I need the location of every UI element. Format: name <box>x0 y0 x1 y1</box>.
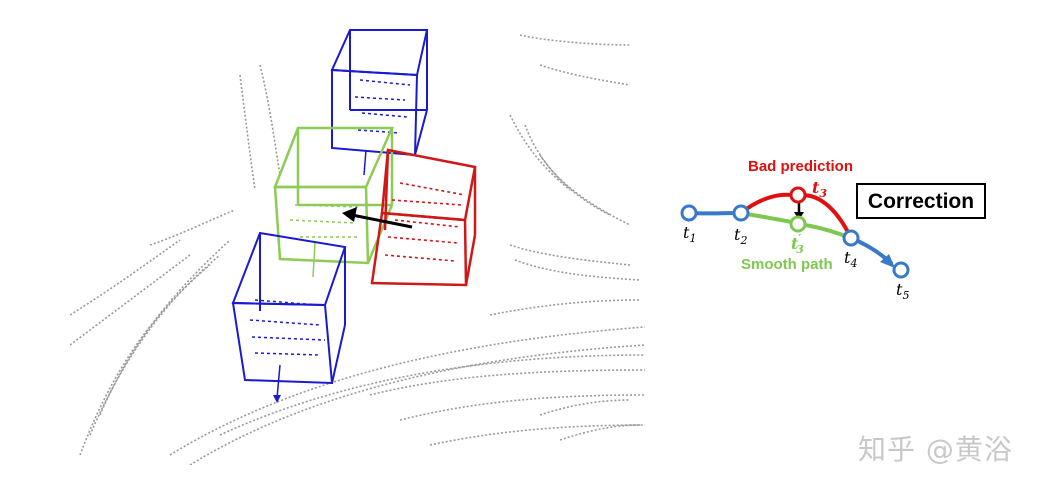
correction-label: Correction <box>868 190 974 213</box>
point-cloud <box>70 34 645 465</box>
watermark: 知乎 @黄浴 <box>858 433 1013 466</box>
label-t3-prime: t′3 <box>791 232 804 256</box>
track-arrowhead <box>880 254 895 268</box>
node-t3 <box>789 186 807 204</box>
label-t5: t5 <box>896 280 909 302</box>
label-t3: t3 <box>812 178 827 200</box>
smooth-path-label: Smooth path <box>741 256 833 273</box>
node-t4 <box>842 229 860 247</box>
node-t2 <box>732 204 750 222</box>
correction-arrow <box>342 207 413 229</box>
green-box-corrected <box>273 126 394 278</box>
node-t1 <box>680 204 698 222</box>
red-box-bad-prediction <box>370 148 477 287</box>
bad-prediction-label: Bad prediction <box>748 158 853 175</box>
node-t3-prime <box>789 215 807 233</box>
correction-label-box: Correction <box>856 183 986 219</box>
lidar-point-cloud-panel <box>70 29 645 465</box>
label-t2: t2 <box>734 225 747 247</box>
trajectory-diagram: Bad prediction Smooth path Correction t1… <box>680 158 986 302</box>
node-t5 <box>892 261 910 279</box>
label-t1: t1 <box>683 223 696 245</box>
blue-box-upper <box>330 29 429 176</box>
blue-box-lower <box>231 231 347 403</box>
label-t4: t4 <box>844 248 857 270</box>
